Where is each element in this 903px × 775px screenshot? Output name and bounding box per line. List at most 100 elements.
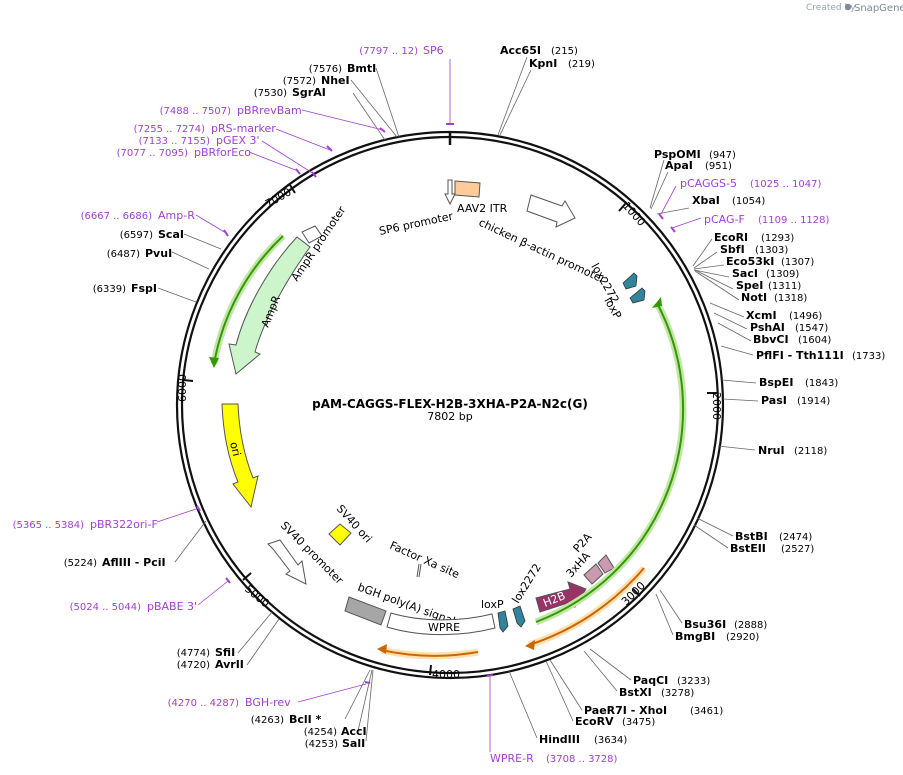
enzyme-hindiii[interactable]: HindIII(3634) bbox=[539, 733, 627, 746]
credit-brand: SnapGene bbox=[854, 3, 903, 14]
enzyme-name: XcmI bbox=[746, 309, 777, 322]
enzyme-name: FspI bbox=[131, 282, 157, 295]
orange-arc-right-head bbox=[525, 640, 535, 650]
feature-sp6-promoter[interactable]: SP6 promoter bbox=[378, 179, 456, 238]
feature-3xha[interactable]: 3xHA bbox=[564, 549, 604, 585]
feature-ampr-gene[interactable]: AmpR bbox=[228, 236, 311, 375]
enzyme-bspei[interactable]: BspEI(1843) bbox=[759, 376, 838, 389]
mark-pbr322orif bbox=[196, 505, 201, 512]
feature-wpre[interactable]: WPRE bbox=[386, 612, 496, 636]
primer-pbrforeco[interactable]: (7077 .. 7095)pBRforEco bbox=[117, 146, 252, 159]
enzyme-acci[interactable]: (4254)AccI bbox=[304, 725, 367, 738]
enzyme-pflfi[interactable]: PflFI - Tth111I(1733) bbox=[756, 349, 885, 362]
primer-position: (7077 .. 7095) bbox=[117, 148, 189, 159]
enzyme-bsteii[interactable]: BstEII(2527) bbox=[730, 542, 814, 555]
primer-pbabe3[interactable]: (5024 .. 5044)pBABE 3' bbox=[70, 600, 198, 613]
enzyme-xbai[interactable]: XbaI(1054) bbox=[692, 194, 765, 207]
feature-sv40-ori[interactable]: SV40 ori bbox=[328, 502, 374, 546]
tick-5000: 5000 bbox=[242, 582, 272, 610]
feature-loxp-bottom[interactable]: loxP bbox=[481, 598, 509, 633]
primer-ampr[interactable]: (6667 .. 6686)Amp-R bbox=[81, 209, 196, 222]
primer-wprer[interactable]: WPRE-R(3708 .. 3728) bbox=[490, 752, 618, 765]
feature-factor-xa[interactable]: Factor Xa site bbox=[388, 539, 462, 581]
primer-pcagf[interactable]: pCAG-F(1109 .. 1128) bbox=[704, 213, 830, 226]
enzyme-position: (2920) bbox=[726, 632, 759, 643]
primer-prsmarker[interactable]: (7255 .. 7274)pRS-marker bbox=[134, 122, 277, 135]
enzyme-name: PspOMI bbox=[654, 148, 701, 161]
enzyme-name: PshAI bbox=[750, 321, 785, 334]
enzyme-noti[interactable]: NotI(1318) bbox=[741, 291, 807, 304]
enzyme-pvui[interactable]: (6487)PvuI bbox=[107, 247, 172, 260]
enzyme-bstbi[interactable]: BstBI(2474) bbox=[735, 530, 812, 543]
enzyme-position: (1309) bbox=[766, 269, 799, 280]
enzyme-scai[interactable]: (6597)ScaI bbox=[120, 228, 184, 241]
orange-arc-bottom bbox=[380, 649, 479, 657]
green-arc-right bbox=[535, 302, 685, 623]
enzyme-afliii[interactable]: (5224)AflIII - PciI bbox=[64, 556, 166, 569]
lox2272-top-arrow bbox=[622, 272, 638, 290]
enzyme-position: (215) bbox=[551, 46, 578, 57]
leader-paqci bbox=[589, 648, 632, 681]
enzyme-ecorv[interactable]: EcoRV(3475) bbox=[575, 715, 655, 728]
leader-fspi bbox=[157, 287, 197, 303]
enzyme-paqci[interactable]: PaqCI(3233) bbox=[633, 674, 710, 687]
primer-pbr322orif[interactable]: (5365 .. 5384)pBR322ori-F bbox=[13, 518, 158, 531]
enzyme-sgrai[interactable]: (7530)SgrAI bbox=[254, 86, 326, 99]
mark-pcagf bbox=[670, 226, 676, 233]
enzyme-position: (7572) bbox=[283, 76, 316, 87]
feature-aav2-itr[interactable]: AAV2 ITR bbox=[454, 180, 508, 215]
enzyme-nhei[interactable]: (7572)NheI bbox=[283, 74, 350, 87]
primer-pcaggs5[interactable]: pCAGGS-5(1025 .. 1047) bbox=[680, 177, 822, 190]
enzyme-bcli[interactable]: (4263)BclI * bbox=[251, 713, 322, 726]
enzyme-paer7i[interactable]: PaeR7I - XhoI(3461) bbox=[584, 704, 723, 717]
enzyme-avrii[interactable]: (4720)AvrII bbox=[177, 658, 244, 671]
enzyme-pspomi[interactable]: PspOMI(947) bbox=[654, 148, 736, 161]
factor-xa-label: Factor Xa site bbox=[388, 539, 462, 581]
enzyme-labels-right: Acc65I(215) KpnI(219) PspOMI(947) ApaI(9… bbox=[500, 44, 885, 746]
ampr-gene-arrow bbox=[228, 236, 311, 375]
feature-h2b[interactable]: H2B bbox=[535, 581, 587, 613]
enzyme-acc65i[interactable]: Acc65I(215) bbox=[500, 44, 578, 57]
enzyme-name: KpnI bbox=[529, 57, 557, 70]
enzyme-sbfi[interactable]: SbfI(1303) bbox=[720, 243, 788, 256]
enzyme-fspi[interactable]: (6339)FspI bbox=[93, 282, 157, 295]
enzyme-name: PasI bbox=[761, 394, 787, 407]
enzyme-name: BstBI bbox=[735, 530, 768, 543]
leader-spei bbox=[694, 269, 734, 290]
enzyme-xcmi[interactable]: XcmI(1496) bbox=[746, 309, 822, 322]
enzyme-ecori[interactable]: EcoRI(1293) bbox=[714, 231, 794, 244]
enzyme-bbvci[interactable]: BbvCI(1604) bbox=[753, 333, 831, 346]
enzyme-position: (3233) bbox=[677, 676, 710, 687]
feature-ori[interactable]: ori bbox=[221, 403, 259, 509]
enzyme-saci[interactable]: SacI(1309) bbox=[732, 267, 799, 280]
enzyme-bsu36i[interactable]: Bsu36I(2888) bbox=[684, 618, 767, 631]
enzyme-sfii[interactable]: (4774)SfiI bbox=[177, 646, 235, 659]
feature-lox2272-bottom[interactable]: lox2272 bbox=[510, 561, 544, 628]
leader-prsmarker bbox=[275, 128, 331, 151]
primer-pgex3[interactable]: (7133 .. 7155)pGEX 3' bbox=[139, 134, 260, 147]
enzyme-pshai[interactable]: PshAI(1547) bbox=[750, 321, 828, 334]
primer-bghrev[interactable]: (4270 .. 4287)BGH-rev bbox=[168, 696, 292, 709]
enzyme-pasi[interactable]: PasI(1914) bbox=[761, 394, 830, 407]
mark-prsmarker bbox=[326, 145, 333, 152]
mark-pbabe3 bbox=[225, 577, 231, 584]
enzyme-name: SfiI bbox=[215, 646, 235, 659]
enzyme-bmgbi[interactable]: BmgBI(2920) bbox=[675, 630, 759, 643]
enzyme-bstxi[interactable]: BstXI(3278) bbox=[619, 686, 694, 699]
enzyme-nrui[interactable]: NruI(2118) bbox=[758, 444, 827, 457]
primer-position: (6667 .. 6686) bbox=[81, 211, 153, 222]
enzyme-sali[interactable]: (4253)SalI bbox=[305, 737, 365, 750]
enzyme-eco53ki[interactable]: Eco53kI(1307) bbox=[726, 255, 814, 268]
primer-position: (5024 .. 5044) bbox=[70, 602, 142, 613]
primer-sp6[interactable]: (7797 .. 12)SP6 bbox=[359, 44, 443, 57]
enzyme-bmti[interactable]: (7576)BmtI bbox=[309, 62, 376, 75]
enzyme-leaders bbox=[157, 56, 759, 742]
enzyme-name: AvrII bbox=[215, 658, 244, 671]
enzyme-name: SalI bbox=[342, 737, 365, 750]
enzyme-apai[interactable]: ApaI(951) bbox=[665, 159, 732, 172]
enzyme-spei[interactable]: SpeI(1311) bbox=[736, 279, 801, 292]
enzyme-name: AccI bbox=[341, 725, 367, 738]
enzyme-kpni[interactable]: KpnI(219) bbox=[529, 57, 595, 70]
primer-pbrrevbam[interactable]: (7488 .. 7507)pBRrevBam bbox=[160, 104, 302, 117]
